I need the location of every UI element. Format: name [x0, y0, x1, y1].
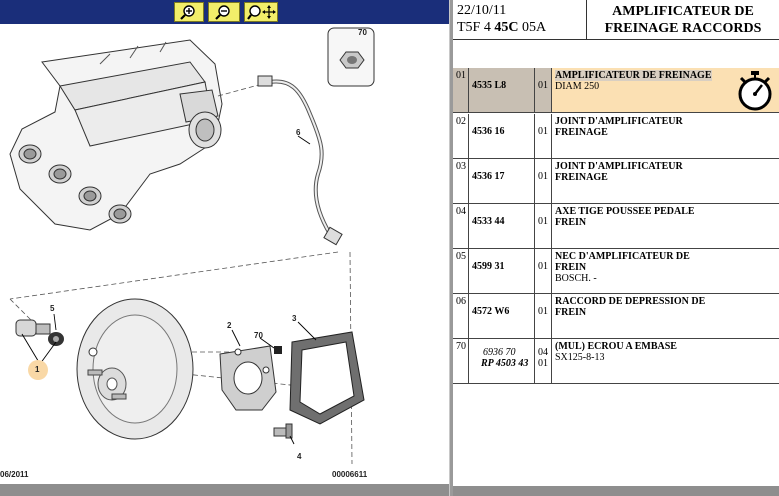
check-valve — [15, 319, 64, 346]
part-description: AMPLIFICATEUR DE FREINAGE — [555, 70, 712, 81]
diagram-panel: 70 6 5 1 2 70 3 4 06/2011 00006611 — [0, 0, 449, 496]
nut-marker — [274, 346, 282, 354]
part-description: NEC D'AMPLIFICATEUR DE — [555, 251, 690, 262]
part-row-04[interactable]: 04 4533 44 01 AXE TIGE POUSSEE PEDALE FR… — [453, 204, 779, 249]
callout-1[interactable]: 1 — [35, 365, 40, 374]
nut-inset — [327, 27, 375, 87]
parts-list-panel: 22/10/11 T5F 4 45C 05A AMPLIFICATEUR DE … — [453, 0, 779, 496]
exploded-parts-diagram: 70 6 5 1 2 70 3 4 06/2011 00006611 — [0, 24, 449, 486]
catalog-date: 22/10/11 — [457, 3, 507, 18]
part-reference: 4572 W6 — [472, 306, 510, 317]
callout-3[interactable]: 3 — [292, 314, 297, 323]
part-quantity: 01 — [538, 216, 548, 227]
selected-callout-highlight — [28, 360, 48, 380]
callout-2[interactable]: 2 — [227, 321, 232, 330]
part-row-05[interactable]: 05 4599 31 01 NEC D'AMPLIFICATEUR DE FRE… — [453, 249, 779, 294]
gasket-2 — [219, 345, 277, 411]
part-reference-rp: RP 4503 43 — [481, 358, 529, 369]
part-description-line2: FREIN — [555, 307, 587, 318]
callout-5[interactable]: 5 — [50, 304, 55, 313]
seal-3 — [289, 331, 365, 425]
catalog-header-info: 22/10/11 T5F 4 45C 05A — [453, 0, 587, 40]
part-quantity: 01 — [538, 261, 548, 272]
zoom-in-icon — [180, 5, 195, 20]
catalog-code: T5F 4 45C 05A — [457, 20, 547, 35]
zoom-out-button[interactable] — [208, 2, 240, 22]
intake-manifold — [9, 39, 223, 231]
part-position: 04 — [453, 204, 469, 248]
part-description: AXE TIGE POUSSEE PEDALE — [555, 206, 695, 217]
part-quantity: 04 — [538, 347, 548, 358]
stopwatch-icon[interactable] — [735, 70, 775, 112]
part-reference: 4536 16 — [472, 126, 505, 137]
diagram-date: 06/2011 — [0, 470, 29, 479]
panel-divider[interactable] — [449, 0, 453, 496]
diagram-scrollbar[interactable] — [0, 484, 449, 496]
part-position: 01 — [453, 68, 469, 112]
part-description-line2: FREINAGE — [555, 127, 608, 138]
vacuum-hose — [257, 75, 343, 246]
part-quantity: 01 — [538, 306, 548, 317]
part-position: 06 — [453, 294, 469, 338]
part-row-70[interactable]: 70 6936 70 RP 4503 43 04 01 (MUL) ECROU … — [453, 339, 779, 384]
part-reference: 4599 31 — [472, 261, 505, 272]
part-description: RACCORD DE DEPRESSION DE — [555, 296, 706, 307]
callout-70-inset[interactable]: 70 — [358, 28, 367, 37]
brake-booster — [76, 298, 194, 440]
callout-6[interactable]: 6 — [296, 128, 301, 137]
callout-4[interactable]: 4 — [297, 452, 302, 461]
part-reference: 4536 17 — [472, 171, 505, 182]
part-description: (MUL) ECROU A EMBASE — [555, 341, 677, 352]
pan-zoom-icon — [247, 5, 276, 20]
pan-zoom-button[interactable] — [244, 2, 278, 22]
part-row-03[interactable]: 03 4536 17 01 JOINT D'AMPLIFICATEUR FREI… — [453, 159, 779, 204]
zoom-out-icon — [215, 5, 230, 20]
part-position: 03 — [453, 159, 469, 203]
part-quantity: 01 — [538, 171, 548, 182]
part-note: BOSCH. - — [555, 273, 597, 284]
part-description: JOINT D'AMPLIFICATEUR — [555, 116, 683, 127]
part-description-line2: FREIN — [555, 262, 587, 273]
part-row-01[interactable]: 01 4535 L8 01 AMPLIFICATEUR DE FREINAGE … — [453, 68, 779, 113]
part-row-06[interactable]: 06 4572 W6 01 RACCORD DE DEPRESSION DE F… — [453, 294, 779, 339]
part-position: 05 — [453, 249, 469, 293]
part-quantity-rp: 01 — [538, 358, 548, 369]
zoom-in-button[interactable] — [174, 2, 204, 22]
parts-list-scrollbar[interactable] — [453, 486, 779, 496]
part-note: SX125-8-13 — [555, 352, 605, 363]
part-quantity: 01 — [538, 126, 548, 137]
parts-drawing — [9, 27, 375, 465]
part-description-line2: FREINAGE — [555, 172, 608, 183]
part-description-line2: FREIN — [555, 217, 587, 228]
pushrod-pin — [273, 423, 293, 439]
part-note: DIAM 250 — [555, 81, 600, 92]
page-title: AMPLIFICATEUR DE FREINAGE RACCORDS — [587, 0, 779, 40]
part-reference: 4533 44 — [472, 216, 505, 227]
callout-70[interactable]: 70 — [254, 331, 263, 340]
part-position: 70 — [453, 339, 469, 383]
part-row-02[interactable]: 02 4536 16 01 JOINT D'AMPLIFICATEUR FREI… — [453, 114, 779, 159]
part-reference: 4535 L8 — [472, 80, 507, 91]
part-description: JOINT D'AMPLIFICATEUR — [555, 161, 683, 172]
part-position: 02 — [453, 114, 469, 158]
diagram-toolbar — [0, 0, 449, 24]
part-quantity: 01 — [538, 80, 548, 91]
diagram-number: 00006611 — [332, 470, 368, 479]
part-reference: 6936 70 — [483, 347, 516, 358]
